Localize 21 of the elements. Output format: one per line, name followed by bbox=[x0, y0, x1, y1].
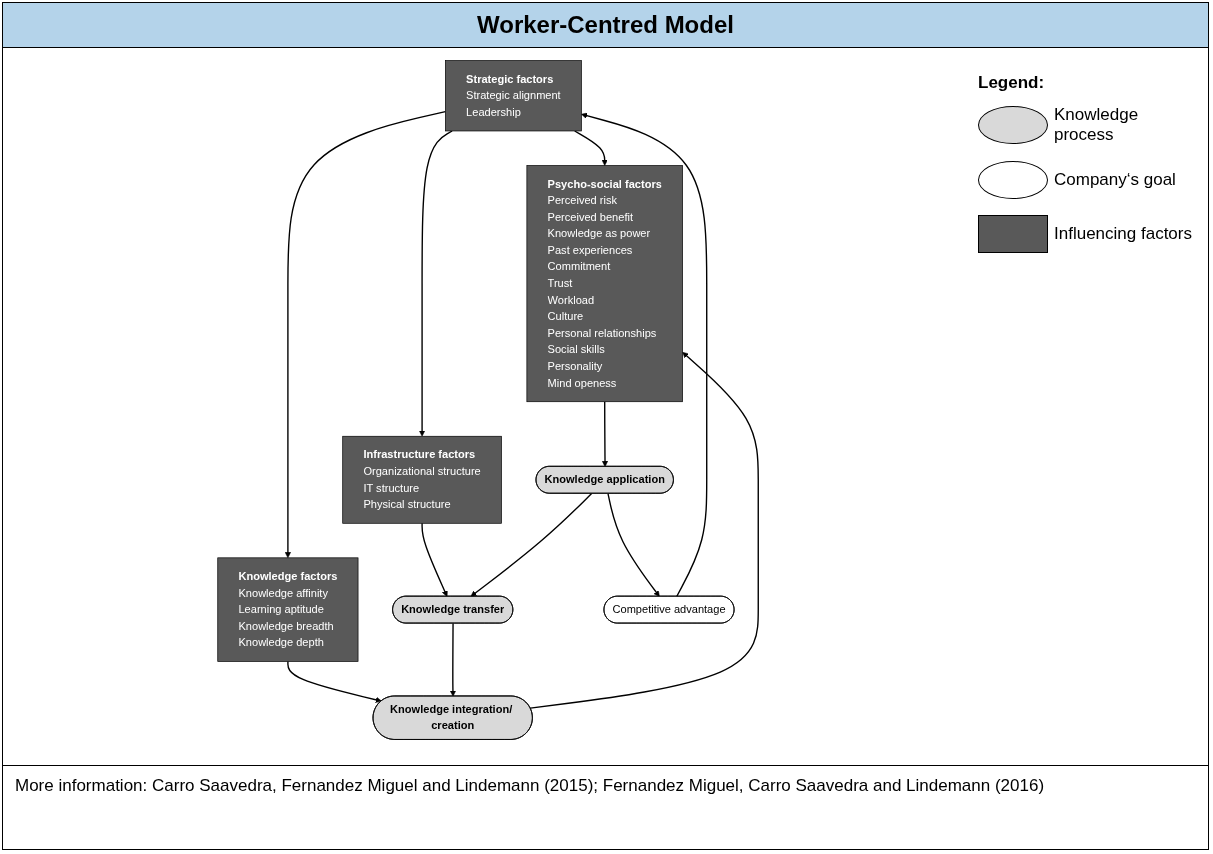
legend-title: Legend: bbox=[978, 73, 1045, 93]
arrow bbox=[573, 130, 608, 166]
node-box: Psycho-social factors Perceived risk Perceived benefit Knowledge as power Past experiences Commitment Trust Workload Culture Personal relationships Social skills Personality Mind openess bbox=[526, 165, 683, 403]
node-box: Infrastructure factors Organizational structure IT structure Physical structure bbox=[342, 435, 502, 524]
arrow bbox=[581, 112, 708, 598]
arrow bbox=[419, 130, 453, 437]
arrow bbox=[449, 622, 456, 697]
legend-label: Influencing factors bbox=[1054, 224, 1192, 244]
title-banner: Worker-Centred Model bbox=[3, 3, 1208, 48]
arrow bbox=[421, 522, 448, 597]
legend-label: Knowledge process bbox=[1054, 105, 1140, 145]
arrow bbox=[529, 352, 759, 709]
arrow bbox=[287, 660, 382, 703]
caption: More information: Carro Saavedra, Fernandez Miguel and Lindemann (2015); Fernandez Miguel, Carro Saavedra and Lindemann (2016) bbox=[3, 765, 1208, 849]
node-box: Knowledge factors Knowledge affinity Learning aptitude Knowledge breadth Knowledge depth bbox=[217, 557, 359, 662]
node-box: Strategic factors Strategic alignment Leadership bbox=[445, 60, 582, 132]
arrow bbox=[284, 110, 447, 559]
arrow bbox=[607, 492, 660, 597]
arrow bbox=[470, 492, 593, 597]
arrow bbox=[602, 401, 609, 467]
legend-label: Company‘s goal bbox=[1054, 170, 1176, 190]
